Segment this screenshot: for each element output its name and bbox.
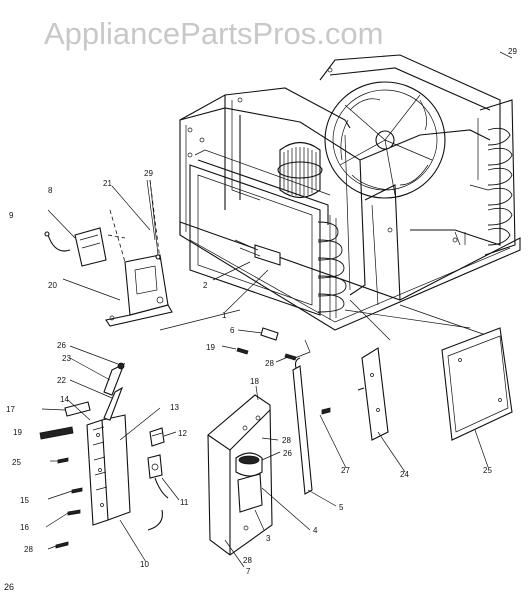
part-5-rod xyxy=(292,357,313,495)
callout-13: 13 xyxy=(170,403,179,412)
callout-10: 10 xyxy=(140,560,149,569)
part-20-21-bracket xyxy=(105,254,173,327)
callout-5: 5 xyxy=(339,503,344,512)
callout-18: 18 xyxy=(250,377,259,386)
callout-19-b: 19 xyxy=(13,428,22,437)
blower-wheel xyxy=(277,141,323,199)
part-12-relay xyxy=(149,427,165,447)
screw-19-b xyxy=(39,426,74,440)
callout-19-a: 19 xyxy=(206,343,215,352)
callout-26-b: 26 xyxy=(283,449,292,458)
callout-16: 16 xyxy=(20,523,29,532)
part-26-knob xyxy=(117,362,125,370)
callout-24: 24 xyxy=(400,470,409,479)
part-9-wire xyxy=(44,231,71,252)
callout-20: 20 xyxy=(48,281,57,290)
callout-27: 27 xyxy=(341,466,350,475)
callout-28-b: 28 xyxy=(24,545,33,554)
callout-7: 7 xyxy=(246,567,251,576)
callout-2: 2 xyxy=(203,281,208,290)
callout-15: 15 xyxy=(20,496,29,505)
callout-6: 6 xyxy=(230,326,235,335)
callout-22: 22 xyxy=(57,376,66,385)
callout-14: 14 xyxy=(60,395,69,404)
callout-25-b: 25 xyxy=(483,466,492,475)
callout-12: 12 xyxy=(178,429,187,438)
part-8-board xyxy=(74,227,107,267)
condenser-coil xyxy=(469,99,516,256)
callout-17: 17 xyxy=(6,405,15,414)
screw-28-b xyxy=(55,541,69,549)
screw-19-a xyxy=(236,347,249,355)
callout-1: 1 xyxy=(222,311,227,320)
control-panel-assembly xyxy=(207,394,273,556)
callout-28-c: 28 xyxy=(282,436,291,445)
screw-16 xyxy=(67,509,81,516)
evaporator-coil-hairpins xyxy=(317,215,347,320)
callout-28-a: 28 xyxy=(265,359,274,368)
screw-15 xyxy=(71,487,83,494)
part-24-panel xyxy=(357,347,389,441)
callout-4: 4 xyxy=(313,526,318,535)
leader-lines xyxy=(41,51,513,568)
callout-11: 11 xyxy=(180,498,189,507)
callout-26-a: 26 xyxy=(57,341,66,350)
page-number: 26 xyxy=(4,582,14,592)
callout-9: 9 xyxy=(9,211,14,220)
part-23-knob-shaft xyxy=(103,362,126,421)
callout-25-a: 25 xyxy=(12,458,21,467)
control-box-assembly xyxy=(86,414,131,526)
callout-29-top: 29 xyxy=(508,47,517,56)
watermark-text: AppliancePartsPros.com xyxy=(44,16,383,51)
callout-23: 23 xyxy=(62,354,71,363)
chassis-assembly xyxy=(179,54,521,331)
callout-8: 8 xyxy=(48,186,53,195)
callout-labels: 29 8 21 29 9 20 2 1 6 19 28 26 23 22 17 … xyxy=(6,47,517,576)
part-6-clip xyxy=(260,327,279,341)
part-25-panel xyxy=(441,327,513,441)
callout-3: 3 xyxy=(266,534,271,543)
part-11-thermostat xyxy=(147,454,169,499)
screw-28-a xyxy=(284,353,297,361)
callout-28-d: 28 xyxy=(243,556,252,565)
screw-27 xyxy=(321,407,331,415)
callout-21: 21 xyxy=(103,179,112,188)
callout-29-mid: 29 xyxy=(144,169,153,178)
screw-25-a xyxy=(57,457,69,464)
